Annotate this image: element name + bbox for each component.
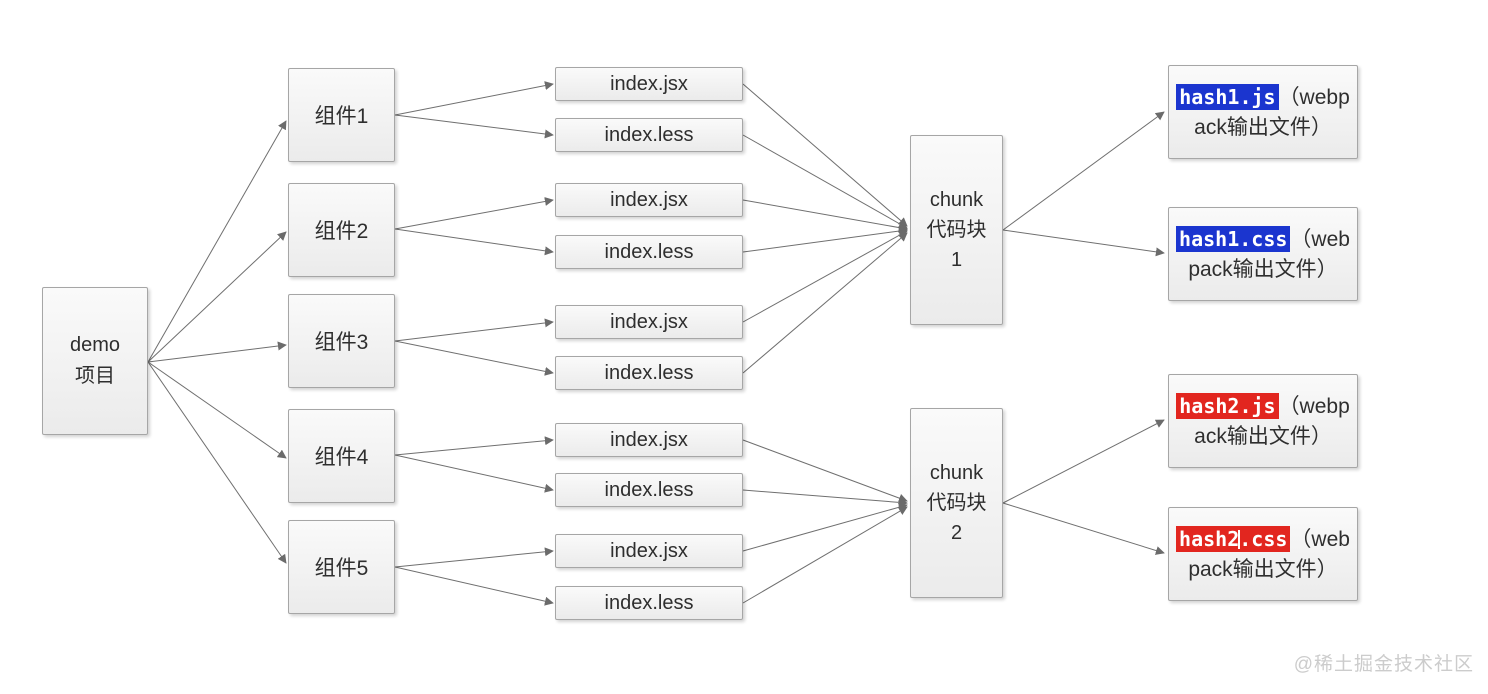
chunk-2-line1: chunk xyxy=(929,462,984,484)
edge-line xyxy=(742,506,908,604)
file-label: index.jsx xyxy=(610,428,688,451)
edge-line xyxy=(742,134,908,229)
edge-line xyxy=(147,361,287,564)
edge-line xyxy=(1002,502,1165,555)
text-cursor xyxy=(1238,529,1241,549)
edge-line xyxy=(1002,111,1165,231)
edge-line xyxy=(742,232,908,374)
output-filename-pre: hash2 xyxy=(1179,526,1240,551)
output-box-hash1-js: hash1.js（webpack输出文件） xyxy=(1168,65,1358,159)
file-label: index.jsx xyxy=(610,72,688,95)
component-5-label: 组件5 xyxy=(314,557,369,580)
output-filename-post: .css xyxy=(1239,526,1288,551)
chunk-2-line2: 代码块 xyxy=(926,492,987,514)
output-box-hash2-css: hash2.css（webpack输出文件） xyxy=(1168,507,1358,601)
file-label: index.less xyxy=(604,361,694,384)
demo-project-line1: demo xyxy=(69,334,121,356)
edge-line xyxy=(394,566,554,606)
output-text: hash2.css（webpack输出文件） xyxy=(1169,524,1357,585)
chunk-2-label: chunk 代码块 2 xyxy=(927,458,987,548)
edge-line xyxy=(394,436,554,456)
file-label: index.jsx xyxy=(610,310,688,333)
edge-line xyxy=(394,228,554,256)
output-suffix: （webpack输出文件） xyxy=(1194,394,1350,448)
demo-project-label: demo 项目 xyxy=(70,330,120,392)
component-4-label: 组件4 xyxy=(314,446,369,469)
component-3-label: 组件3 xyxy=(314,331,369,354)
file-label: index.jsx xyxy=(610,539,688,562)
output-text: hash1.js（webpack输出文件） xyxy=(1169,82,1357,143)
output-filename-highlight: hash1.js xyxy=(1176,83,1279,110)
edge-line xyxy=(1002,419,1165,504)
edge-line xyxy=(147,361,287,459)
output-text: hash2.js（webpack输出文件） xyxy=(1169,391,1357,452)
demo-project-box: demo 项目 xyxy=(42,287,148,435)
output-suffix: （webpack输出文件） xyxy=(1188,527,1350,581)
component-4-box: 组件4 xyxy=(288,409,395,503)
watermark: @稀土掘金技术社区 xyxy=(1293,654,1474,675)
edge-line xyxy=(742,199,908,233)
edge-line xyxy=(1002,229,1165,257)
file-box-less-5: index.less xyxy=(555,586,743,620)
chunk-2-box: chunk 代码块 2 xyxy=(910,408,1003,598)
output-suffix: （webpack输出文件） xyxy=(1194,85,1350,139)
file-box-less-1: index.less xyxy=(555,118,743,152)
edge-line xyxy=(147,120,287,363)
output-filename-highlight: hash2.css xyxy=(1176,525,1291,552)
component-3-box: 组件3 xyxy=(288,294,395,388)
file-box-less-3: index.less xyxy=(555,356,743,390)
edge-line xyxy=(394,197,554,230)
edge-line xyxy=(394,340,554,376)
component-1-label: 组件1 xyxy=(314,105,369,128)
file-box-jsx-5: index.jsx xyxy=(555,534,743,568)
edge-line xyxy=(742,502,908,552)
edge-line xyxy=(394,81,554,116)
file-box-jsx-3: index.jsx xyxy=(555,305,743,339)
file-box-less-2: index.less xyxy=(555,235,743,269)
chunk-1-line1: chunk xyxy=(929,189,984,211)
chunk-2-line3: 2 xyxy=(950,522,963,544)
edge-line xyxy=(742,439,908,503)
edge-line xyxy=(742,83,908,227)
chunk-1-box: chunk 代码块 1 xyxy=(910,135,1003,325)
edge-line xyxy=(394,547,554,568)
file-box-less-4: index.less xyxy=(555,473,743,507)
file-label: index.less xyxy=(604,240,694,263)
file-label: index.less xyxy=(604,591,694,614)
output-box-hash1-css: hash1.css（webpack输出文件） xyxy=(1168,207,1358,301)
chunk-1-line2: 代码块 xyxy=(926,219,987,241)
chunk-1-line3: 1 xyxy=(950,249,963,271)
output-filename-highlight: hash2.js xyxy=(1176,392,1279,419)
output-box-hash2-js: hash2.js（webpack输出文件） xyxy=(1168,374,1358,468)
output-filename-highlight: hash1.css xyxy=(1176,225,1291,252)
component-1-box: 组件1 xyxy=(288,68,395,162)
edge-line xyxy=(394,114,554,139)
edge-line xyxy=(742,489,908,507)
component-2-label: 组件2 xyxy=(314,220,369,243)
component-5-box: 组件5 xyxy=(288,520,395,614)
file-label: index.jsx xyxy=(610,188,688,211)
file-box-jsx-2: index.jsx xyxy=(555,183,743,217)
edge-line xyxy=(147,341,287,363)
edge-line xyxy=(147,231,287,363)
edge-line xyxy=(742,226,908,253)
component-2-box: 组件2 xyxy=(288,183,395,277)
file-box-jsx-1: index.jsx xyxy=(555,67,743,101)
file-label: index.less xyxy=(604,478,694,501)
edge-line xyxy=(394,454,554,493)
file-label: index.less xyxy=(604,123,694,146)
output-suffix: （webpack输出文件） xyxy=(1188,227,1350,281)
edge-line xyxy=(394,318,554,342)
edge-line xyxy=(742,230,908,323)
demo-project-line2: 项目 xyxy=(75,365,115,387)
output-text: hash1.css（webpack输出文件） xyxy=(1169,224,1357,285)
chunk-1-label: chunk 代码块 1 xyxy=(927,185,987,275)
file-box-jsx-4: index.jsx xyxy=(555,423,743,457)
